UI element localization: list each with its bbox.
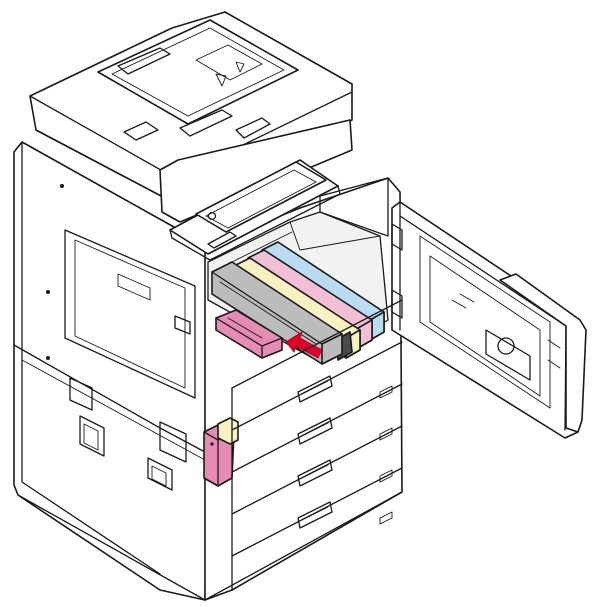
front-door-open: [391, 201, 587, 439]
left-side-panel: [46, 184, 196, 491]
toner-cartridge-black: [211, 261, 343, 365]
document-feeder: [29, 11, 353, 223]
paper-drawers: [231, 299, 403, 591]
drawer-handle: [297, 459, 333, 487]
cartridge-tool: [215, 309, 283, 359]
drawer-handle: [297, 417, 333, 445]
toner-cartridges: [211, 241, 385, 365]
drawer-handle: [297, 501, 333, 529]
drawer-handle: [297, 375, 333, 403]
arrow-left-icon: [285, 331, 323, 359]
base-edge: [17, 491, 403, 601]
